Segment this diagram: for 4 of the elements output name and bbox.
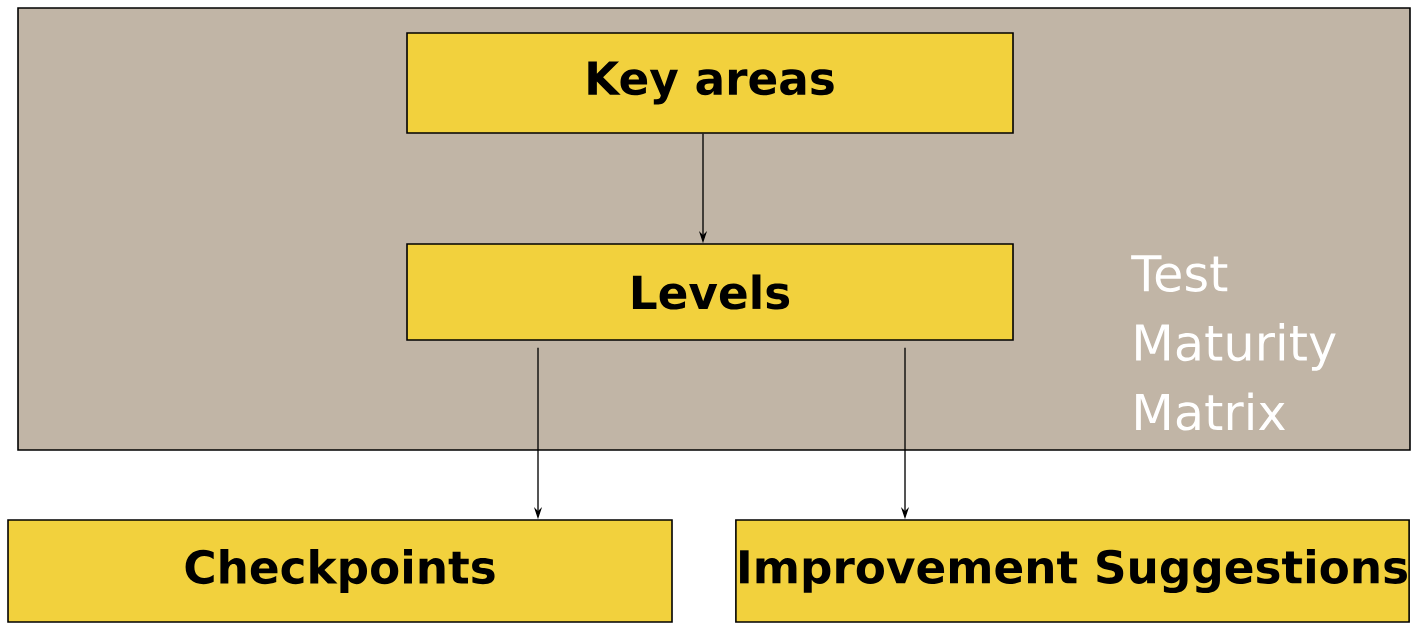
process-box: Checkpoints bbox=[7, 519, 673, 623]
process-box: Levels bbox=[406, 243, 1014, 341]
process-box: Key areas bbox=[406, 32, 1014, 134]
process-box: Improvement Suggestions bbox=[735, 519, 1410, 623]
